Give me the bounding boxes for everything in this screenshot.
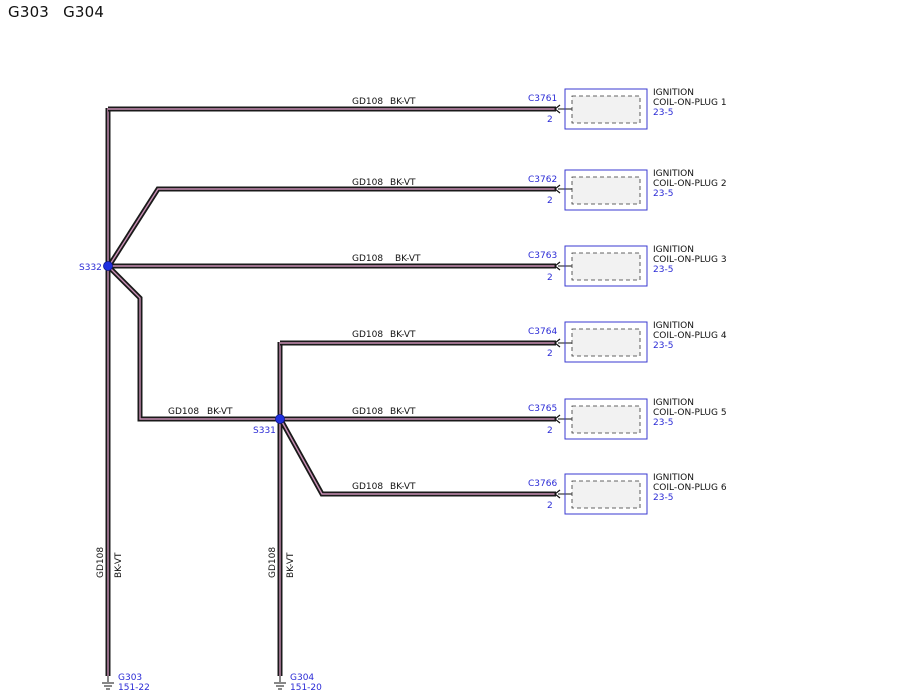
connector-arrow-icon xyxy=(554,489,561,499)
wire-label-code: GD108 xyxy=(168,407,199,417)
connector-pin: 2 xyxy=(547,115,553,125)
component-ref[interactable]: 23-5 xyxy=(653,189,673,199)
wire-label-color: BK-VT xyxy=(390,407,416,417)
connector-arrow-icon xyxy=(554,261,561,271)
wire-label-code-vertical: GD108 xyxy=(268,547,278,578)
connector-c3765[interactable]: C3765 2 IGNITION COIL-ON-PLUG 5 23-5 xyxy=(528,398,727,440)
connector-c3761[interactable]: C3761 2 IGNITION COIL-ON-PLUG 1 23-5 xyxy=(528,88,727,130)
wire-label-color: BK-VT xyxy=(395,254,421,264)
connector-c3766[interactable]: C3766 2 IGNITION COIL-ON-PLUG 6 23-5 xyxy=(528,473,727,515)
page-title: G303 G304 xyxy=(8,3,118,21)
component-ref[interactable]: 23-5 xyxy=(653,265,673,275)
wire-label-color: BK-VT xyxy=(390,330,416,340)
component-label-2: COIL-ON-PLUG 2 xyxy=(653,179,727,189)
ground-g304[interactable]: G304 151-20 xyxy=(274,673,322,693)
component-label-1: IGNITION xyxy=(653,169,694,179)
connector-id: C3762 xyxy=(528,175,557,185)
component-label-1: IGNITION xyxy=(653,245,694,255)
ground-id: G304 xyxy=(290,673,314,683)
wire-label-color: BK-VT xyxy=(390,482,416,492)
component-box[interactable] xyxy=(564,245,648,287)
title-ground-2: G304 xyxy=(63,3,105,21)
component-inner xyxy=(571,95,641,124)
splice-label: S331 xyxy=(253,426,276,436)
component-label-1: IGNITION xyxy=(653,473,694,483)
wire-label-color: BK-VT xyxy=(390,97,416,107)
wire-label-code: GD108 xyxy=(352,407,383,417)
wire-label-color-vertical: BK-VT xyxy=(286,552,296,578)
wire-label-code: GD108 xyxy=(352,330,383,340)
wire-label-color-vertical: BK-VT xyxy=(114,552,124,578)
wire-label-color: BK-VT xyxy=(390,178,416,188)
component-label-1: IGNITION xyxy=(653,321,694,331)
component-ref[interactable]: 23-5 xyxy=(653,341,673,351)
ground-id: G303 xyxy=(118,673,142,683)
connector-c3764[interactable]: C3764 2 IGNITION COIL-ON-PLUG 4 23-5 xyxy=(528,321,727,363)
component-ref[interactable]: 23-5 xyxy=(653,418,673,428)
connector-pin: 2 xyxy=(547,501,553,511)
title-ground-1: G303 xyxy=(8,3,50,21)
connector-c3762[interactable]: C3762 2 IGNITION COIL-ON-PLUG 2 23-5 xyxy=(528,169,727,211)
ground-g303[interactable]: G303 151-22 xyxy=(102,673,150,693)
connector-pin: 2 xyxy=(547,349,553,359)
wire-group xyxy=(105,106,556,676)
connector-arrow-icon xyxy=(554,104,561,114)
component-box[interactable] xyxy=(564,473,648,515)
connector-id: C3761 xyxy=(528,94,557,104)
wire-branch-6[interactable] xyxy=(278,418,556,497)
ground-icon xyxy=(274,682,286,690)
ground-ref[interactable]: 151-22 xyxy=(118,683,150,693)
component-box[interactable] xyxy=(564,398,648,440)
wire-label-code: GD108 xyxy=(352,482,383,492)
splice-s332[interactable]: S332 xyxy=(79,261,113,274)
component-ref[interactable]: 23-5 xyxy=(653,493,673,503)
ground-icon xyxy=(102,682,114,690)
connector-arrow-icon xyxy=(554,414,561,424)
wire-branch-2[interactable] xyxy=(106,186,556,268)
component-inner xyxy=(571,480,641,509)
wire-labels: GD108 BK-VT GD108 BK-VT GD108 BK-VT GD10… xyxy=(96,97,421,578)
component-inner xyxy=(571,252,641,281)
connector-c3763[interactable]: C3763 2 IGNITION COIL-ON-PLUG 3 23-5 xyxy=(528,245,727,287)
connector-arrow-icon xyxy=(554,184,561,194)
connector-id: C3765 xyxy=(528,404,557,414)
component-label-2: COIL-ON-PLUG 5 xyxy=(653,408,727,418)
wire-label-code: GD108 xyxy=(352,254,383,264)
connector-pin: 2 xyxy=(547,273,553,283)
connector-pin: 2 xyxy=(547,426,553,436)
component-label-1: IGNITION xyxy=(653,88,694,98)
ground-ref[interactable]: 151-20 xyxy=(290,683,322,693)
component-label-1: IGNITION xyxy=(653,398,694,408)
component-label-2: COIL-ON-PLUG 3 xyxy=(653,255,727,265)
wire-link-s332-s331[interactable] xyxy=(107,265,281,422)
wire-label-code: GD108 xyxy=(352,178,383,188)
component-box[interactable] xyxy=(564,169,648,211)
wire-label-code: GD108 xyxy=(352,97,383,107)
component-box[interactable] xyxy=(564,88,648,130)
component-label-2: COIL-ON-PLUG 6 xyxy=(653,483,727,493)
connector-id: C3763 xyxy=(528,251,557,261)
wire-label-color: BK-VT xyxy=(207,407,233,417)
component-inner xyxy=(571,405,641,434)
connector-id: C3764 xyxy=(528,327,557,337)
component-label-2: COIL-ON-PLUG 4 xyxy=(653,331,727,341)
component-inner xyxy=(571,176,641,205)
splice-dot[interactable] xyxy=(103,261,113,271)
splice-label: S332 xyxy=(79,263,102,273)
connector-id: C3766 xyxy=(528,479,557,489)
splice-dot[interactable] xyxy=(275,414,285,424)
component-ref[interactable]: 23-5 xyxy=(653,108,673,118)
wire-label-code-vertical: GD108 xyxy=(96,547,106,578)
component-label-2: COIL-ON-PLUG 1 xyxy=(653,98,727,108)
connector-pin: 2 xyxy=(547,196,553,206)
connector-arrow-icon xyxy=(554,338,561,348)
component-box[interactable] xyxy=(564,321,648,363)
splice-s331[interactable]: S331 xyxy=(253,414,285,437)
component-inner xyxy=(571,328,641,357)
